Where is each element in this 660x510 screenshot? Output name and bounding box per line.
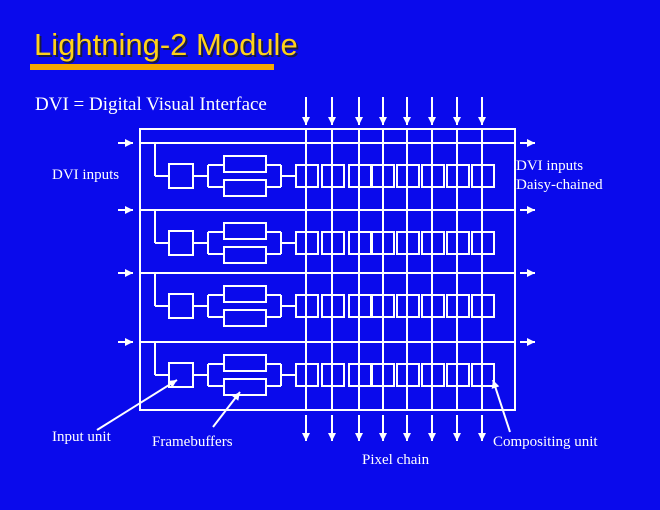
dvi-output-arrow-head xyxy=(527,269,535,277)
framebuffers-pointer-head xyxy=(231,392,240,401)
pixel-in-arrow-head xyxy=(328,117,336,125)
input-unit xyxy=(168,230,194,256)
pixel-in-arrow-head xyxy=(302,117,310,125)
label-input-unit: Input unit xyxy=(52,429,111,445)
dvi-input-arrow-head xyxy=(125,338,133,346)
pixel-out-arrow-head xyxy=(403,433,411,441)
dvi-output-arrow-head xyxy=(527,338,535,346)
pixel-in-arrow-head xyxy=(355,117,363,125)
framebuffer xyxy=(223,309,267,327)
pixel-in-arrow-head xyxy=(478,117,486,125)
pixel-in-arrow-head xyxy=(379,117,387,125)
pixel-in-arrow-head xyxy=(428,117,436,125)
pixel-out-arrow-head xyxy=(478,433,486,441)
framebuffer xyxy=(223,179,267,197)
framebuffer xyxy=(223,378,267,396)
title-underline xyxy=(30,64,274,70)
label-compositing-unit: Compositing unit xyxy=(493,434,598,450)
pixel-out-arrow-head xyxy=(355,433,363,441)
framebuffer xyxy=(223,285,267,303)
pixel-out-arrow-head xyxy=(453,433,461,441)
pixel-out-arrow-head xyxy=(428,433,436,441)
framebuffer xyxy=(223,222,267,240)
framebuffer xyxy=(223,155,267,173)
input-unit xyxy=(168,293,194,319)
label-framebuffers: Framebuffers xyxy=(152,434,233,450)
dvi-output-arrow-head xyxy=(527,139,535,147)
module-box xyxy=(139,128,516,411)
pixel-out-arrow-head xyxy=(328,433,336,441)
input-unit xyxy=(168,163,194,189)
input-unit-pointer-head xyxy=(168,380,177,388)
pixel-out-arrow-head xyxy=(302,433,310,441)
input-unit-pointer xyxy=(96,379,178,431)
pixel-out-arrow-head xyxy=(379,433,387,441)
label-dvi-inputs-right: DVI inputs xyxy=(516,158,584,174)
dvi-output-arrow-head xyxy=(527,206,535,214)
label-daisy-chained: Daisy-chained xyxy=(516,177,603,193)
dvi-definition: DVI = Digital Visual Interface xyxy=(35,94,267,115)
pixel-in-arrow-head xyxy=(403,117,411,125)
label-pixel-chain: Pixel chain xyxy=(362,452,430,468)
dvi-input-arrow-head xyxy=(125,269,133,277)
compositing-unit-pointer-head xyxy=(491,380,500,389)
dvi-input-arrow-head xyxy=(125,139,133,147)
slide-title: Lightning-2 Module xyxy=(34,27,298,62)
compositing-unit-pointer xyxy=(492,379,511,433)
framebuffer xyxy=(223,246,267,264)
label-dvi-inputs-left: DVI inputs xyxy=(52,167,120,183)
pixel-in-arrow-head xyxy=(453,117,461,125)
dvi-input-arrow-head xyxy=(125,206,133,214)
framebuffer xyxy=(223,354,267,372)
